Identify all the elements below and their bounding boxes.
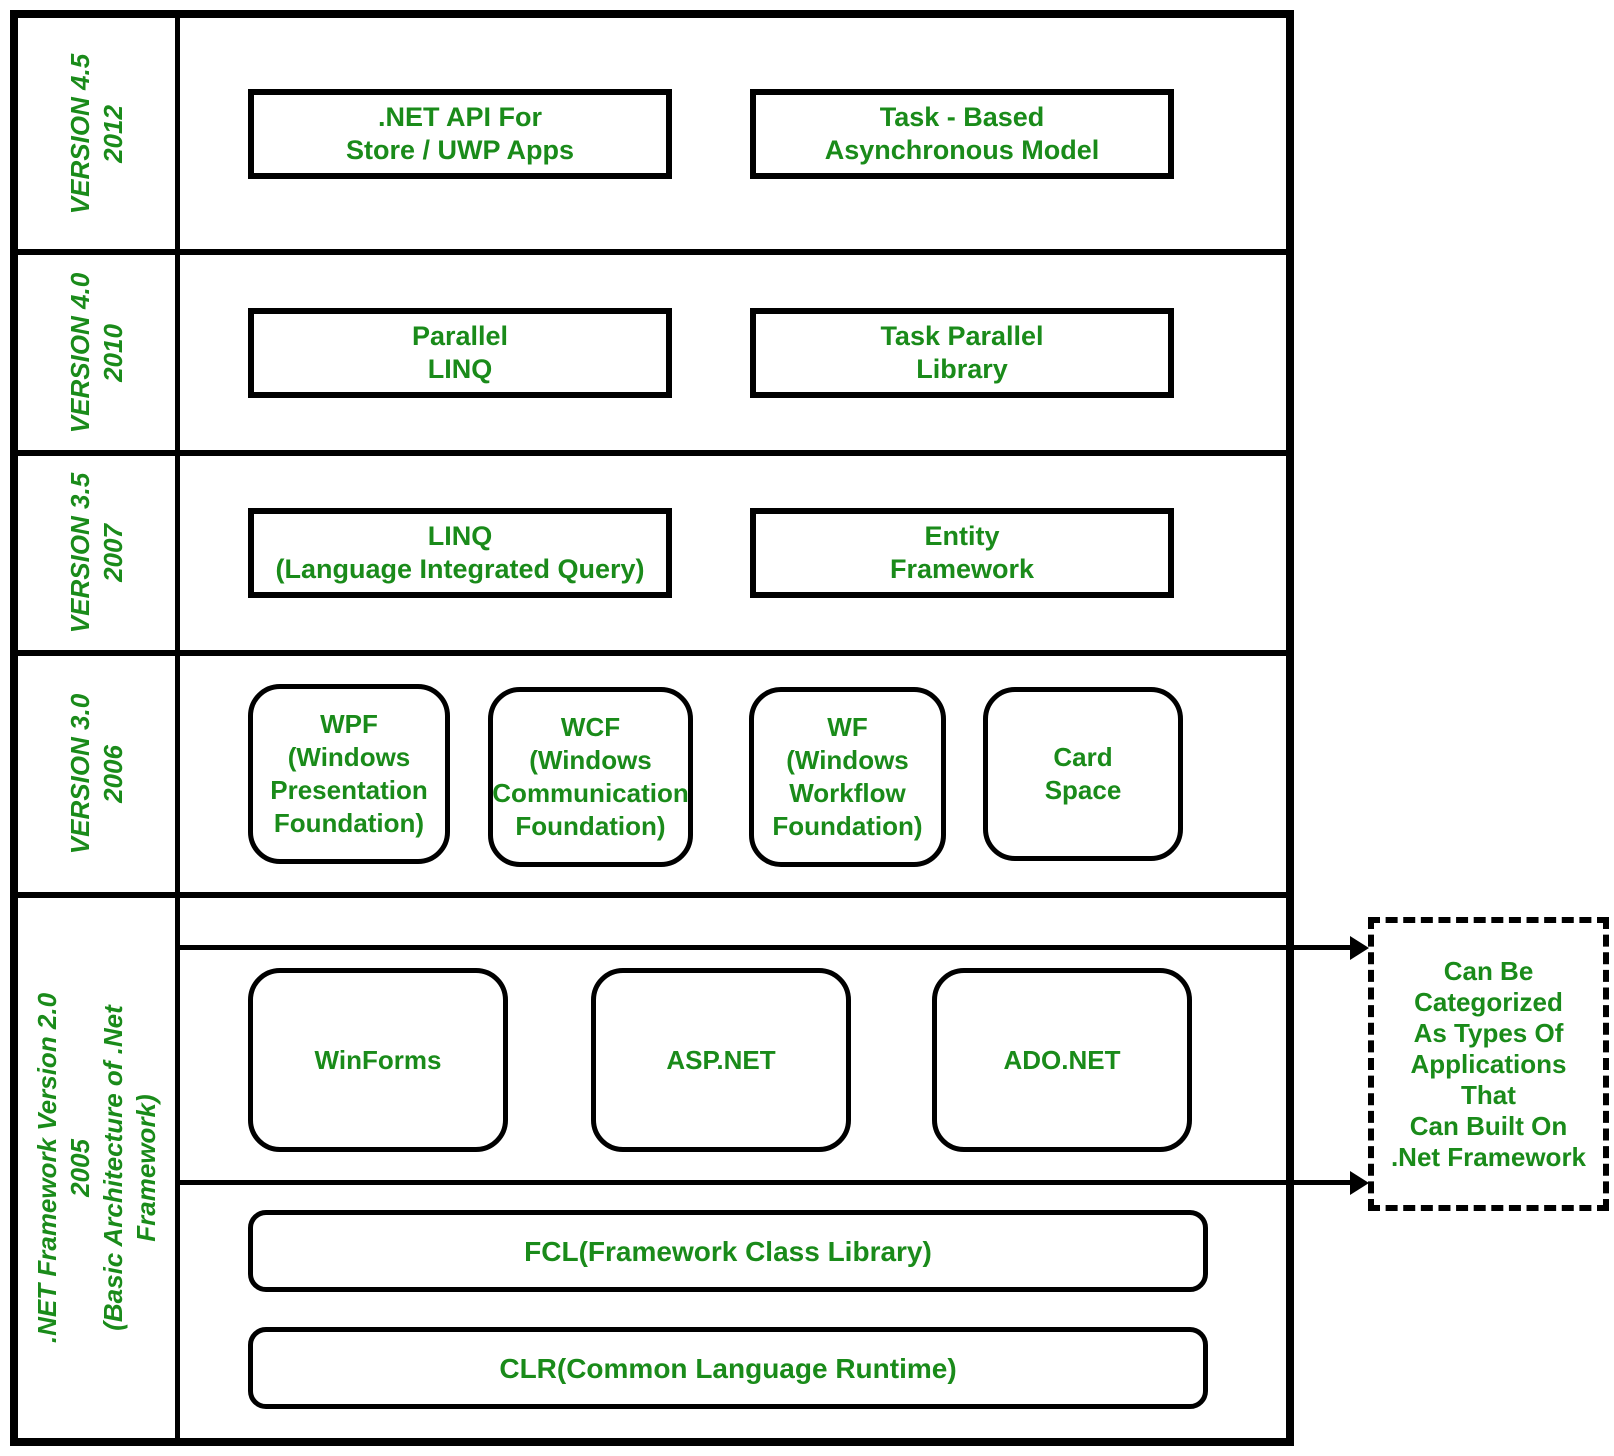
box-fcl: FCL(Framework Class Library) bbox=[248, 1210, 1208, 1292]
box-task-parallel-library: Task Parallel Library bbox=[750, 307, 1174, 398]
row-content-version-3-5: LINQ (Language Integrated Query) Entity … bbox=[180, 456, 1286, 650]
row-label-version-3-5: VERSION 3.5 2007 bbox=[64, 472, 128, 634]
row-version-3-0: VERSION 3.0 2006 WPF (Windows Presentati… bbox=[18, 650, 1286, 892]
box-linq: LINQ (Language Integrated Query) bbox=[248, 508, 672, 598]
row-label-cell-net-framework-2-0: .NET Framework Version 2.0 2005 (Basic A… bbox=[18, 898, 180, 1438]
row-content-version-4-5: .NET API For Store / UWP Apps Task - Bas… bbox=[180, 18, 1286, 249]
row-content-net-framework-2-0: WinForms ASP.NET ADO.NET FCL(Framework C… bbox=[180, 898, 1286, 1438]
box-net-api-store-uwp: .NET API For Store / UWP Apps bbox=[248, 88, 672, 179]
row-net-framework-2-0: .NET Framework Version 2.0 2005 (Basic A… bbox=[18, 892, 1286, 1438]
main-frame: VERSION 4.5 2012 .NET API For Store / UW… bbox=[10, 10, 1294, 1446]
box-entity-framework: Entity Framework bbox=[750, 508, 1174, 598]
box-parallel-linq: Parallel LINQ bbox=[248, 307, 672, 398]
row-content-version-4-0: Parallel LINQ Task Parallel Library bbox=[180, 255, 1286, 450]
arrow-top-to-annotation bbox=[176, 945, 1352, 950]
row-label-cell-version-4-5: VERSION 4.5 2012 bbox=[18, 18, 180, 249]
box-wcf: WCF (Windows Communication Foundation) bbox=[488, 687, 693, 867]
box-task-based-async-model: Task - Based Asynchronous Model bbox=[750, 88, 1174, 179]
row-label-version-4-5: VERSION 4.5 2012 bbox=[64, 53, 128, 214]
annotation-can-be-categorized: Can Be Categorized As Types Of Applicati… bbox=[1368, 917, 1609, 1211]
row-version-4-5: VERSION 4.5 2012 .NET API For Store / UW… bbox=[18, 18, 1286, 249]
box-clr: CLR(Common Language Runtime) bbox=[248, 1327, 1208, 1409]
row-content-version-3-0: WPF (Windows Presentation Foundation) WC… bbox=[180, 656, 1286, 892]
row-label-version-4-0: VERSION 4.0 2010 bbox=[64, 272, 128, 433]
arrow-bottom-to-annotation bbox=[176, 1180, 1352, 1185]
box-aspnet: ASP.NET bbox=[591, 968, 851, 1152]
box-wf: WF (Windows Workflow Foundation) bbox=[749, 687, 946, 867]
row-label-cell-version-3-5: VERSION 3.5 2007 bbox=[18, 456, 180, 650]
row-label-cell-version-4-0: VERSION 4.0 2010 bbox=[18, 255, 180, 450]
row-label-cell-version-3-0: VERSION 3.0 2006 bbox=[18, 656, 180, 892]
row-version-4-0: VERSION 4.0 2010 Parallel LINQ Task Para… bbox=[18, 249, 1286, 450]
row-label-net-framework-2-0: .NET Framework Version 2.0 2005 (Basic A… bbox=[31, 992, 161, 1344]
box-winforms: WinForms bbox=[248, 968, 508, 1152]
row-label-version-3-0: VERSION 3.0 2006 bbox=[64, 693, 128, 855]
box-adonet: ADO.NET bbox=[932, 968, 1192, 1152]
row-version-3-5: VERSION 3.5 2007 LINQ (Language Integrat… bbox=[18, 450, 1286, 650]
box-card-space: Card Space bbox=[983, 687, 1183, 861]
box-wpf: WPF (Windows Presentation Foundation) bbox=[248, 684, 450, 864]
